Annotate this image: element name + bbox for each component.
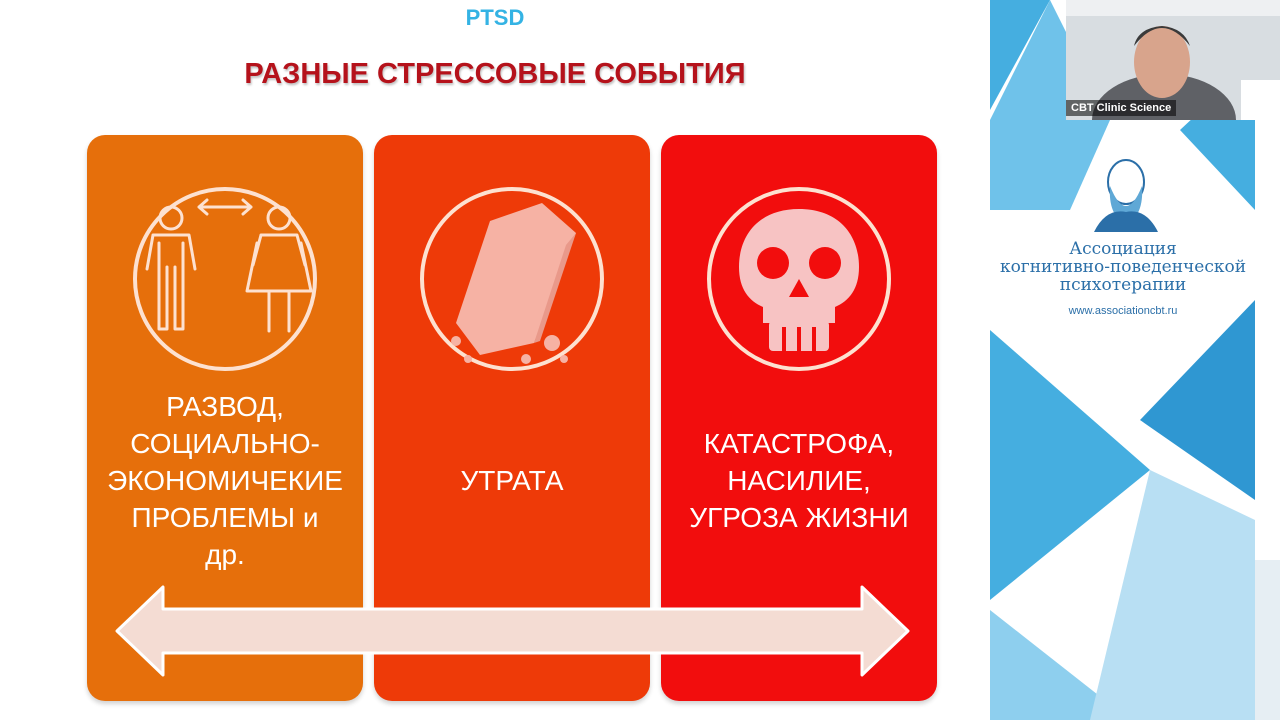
coffin-icon [416, 183, 608, 375]
portrait-logo-icon [1094, 159, 1158, 232]
card-label-catastrophe: КАТАСТРОФА, НАСИЛИЕ, УГРОЗА ЖИЗНИ [689, 427, 909, 533]
divorce-icon [129, 183, 321, 375]
card-label-divorce: РАЗВОД, СОЦИАЛЬНО- ЭКОНОМИЧЕКИЕ ПРОБЛЕМЫ… [107, 390, 343, 570]
association-name: Ассоциация когнитивно-поведенческой псих… [999, 239, 1247, 295]
slide-title: РАЗНЫЕ СТРЕССОВЫЕ СОБЫТИЯ [244, 58, 746, 90]
card-loss: УТРАТА [374, 135, 650, 701]
participant-name: CBT Clinic Science [1066, 100, 1177, 116]
association-url: www.associationcbt.ru [1068, 305, 1178, 317]
card-label-loss: УТРАТА [460, 464, 564, 496]
presentation-slide: PTSD РАЗНЫЕ СТРЕССОВЫЕ СОБЫТИЯ РАЗВОД, С… [87, 5, 937, 701]
skull-icon [703, 183, 895, 375]
card-divorce: РАЗВОД, СОЦИАЛЬНО- ЭКОНОМИЧЕКИЕ ПРОБЛЕМЫ… [87, 135, 363, 701]
double-arrow-icon [115, 585, 910, 677]
card-catastrophe: КАТАСТРОФА, НАСИЛИЕ, УГРОЗА ЖИЗНИ [661, 135, 937, 701]
participant-video[interactable]: CBT Clinic Science [1066, 0, 1280, 120]
slide-tag: PTSD [465, 5, 525, 30]
